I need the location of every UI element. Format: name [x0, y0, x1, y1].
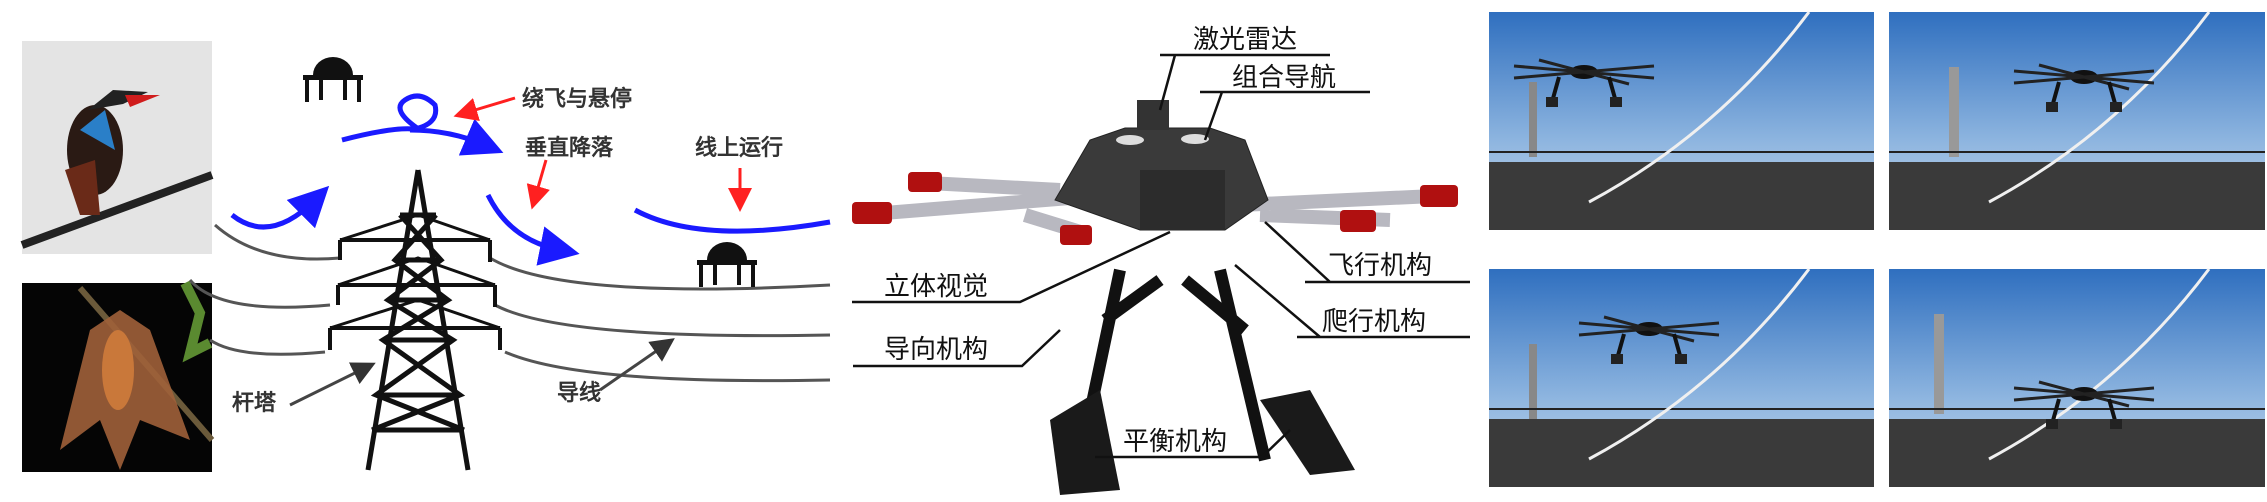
photo-4: [1889, 268, 2265, 487]
label-nav: 组合导航: [1232, 63, 1336, 93]
label-balance: 平衡机构: [1123, 427, 1227, 457]
bird-photo: [20, 41, 214, 254]
label-flight: 飞行机构: [1328, 251, 1432, 281]
photo-2: [1889, 11, 2265, 230]
tower-icon: [328, 169, 502, 471]
leader-lines: [852, 53, 1470, 459]
label-guide: 导向机构: [884, 335, 988, 365]
label-hover: 绕飞与悬停: [522, 86, 632, 112]
concept-panel: 绕飞与悬停 垂直降落 线上运行 杆塔 导线: [20, 41, 831, 472]
test-photos: [1489, 11, 2265, 487]
label-arrows: [289, 338, 675, 407]
flight-path: [230, 93, 831, 266]
bat-photo: [22, 280, 215, 472]
label-stereo: 立体视觉: [884, 272, 988, 302]
label-online: 线上运行: [695, 135, 783, 161]
label-lidar: 激光雷达: [1193, 25, 1297, 55]
robot-model: [852, 100, 1458, 495]
label-landing: 垂直降落: [525, 135, 614, 161]
photo-3: [1489, 268, 1874, 487]
label-wire: 导线: [557, 380, 601, 406]
power-lines: [188, 223, 831, 383]
callout-arrows: [453, 96, 752, 212]
uav-icon: [301, 55, 365, 104]
robot-panel: 激光雷达 组合导航 立体视觉 导向机构 飞行机构 爬行机构 平衡机构: [852, 25, 1470, 495]
label-crawl: 爬行机构: [1322, 307, 1426, 337]
label-tower: 杆塔: [232, 391, 277, 416]
uav-icon: [695, 240, 759, 289]
photo-1: [1489, 11, 1874, 230]
